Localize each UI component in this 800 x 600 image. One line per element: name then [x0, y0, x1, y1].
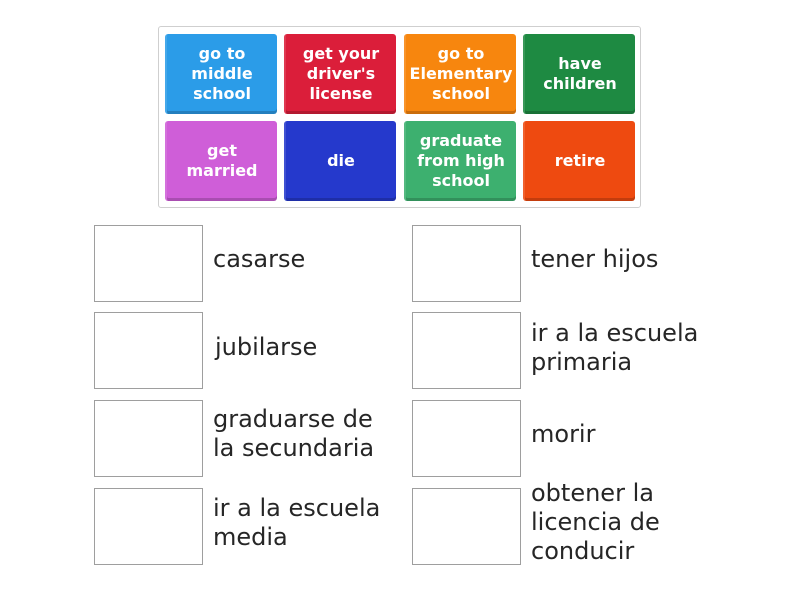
answer-tile[interactable]: go to middle school: [165, 34, 277, 114]
target-label: jubilarse: [215, 333, 318, 361]
target-label: tener hijos: [531, 245, 659, 273]
drop-slot[interactable]: [94, 312, 203, 389]
drop-slot[interactable]: [94, 400, 203, 477]
answer-tile[interactable]: get your driver's license: [284, 34, 396, 114]
answer-tile[interactable]: go to Elementary school: [404, 34, 516, 114]
drop-slot[interactable]: [94, 225, 203, 302]
tile-text: go to middle school: [191, 44, 253, 103]
drop-slot[interactable]: [412, 400, 521, 477]
drop-slot[interactable]: [412, 312, 521, 389]
drop-slot[interactable]: [412, 225, 521, 302]
tile-text: die: [327, 151, 355, 170]
answer-tile[interactable]: die: [284, 121, 396, 201]
answer-tile[interactable]: have children: [523, 34, 635, 114]
tile-text: have children: [543, 54, 617, 93]
tile-text: graduate from high school: [417, 131, 505, 190]
answer-tile[interactable]: get married: [165, 121, 277, 201]
target-label: obtener la licencia de conducir: [531, 479, 660, 565]
target-label: graduarse de la secundaria: [213, 404, 375, 462]
tile-text: get your driver's license: [302, 44, 380, 103]
target-label: morir: [531, 420, 596, 448]
answer-tile[interactable]: retire: [523, 121, 635, 201]
target-label: ir a la escuela primaria: [531, 318, 699, 376]
tile-text: get married: [186, 141, 258, 180]
tile-text: go to Elementary school: [409, 44, 513, 103]
answer-tile[interactable]: graduate from high school: [404, 121, 516, 201]
target-label: ir a la escuela media: [213, 493, 381, 551]
drop-slot[interactable]: [94, 488, 203, 565]
drop-slot[interactable]: [412, 488, 521, 565]
target-label: casarse: [213, 245, 306, 273]
tile-text: retire: [554, 151, 606, 170]
